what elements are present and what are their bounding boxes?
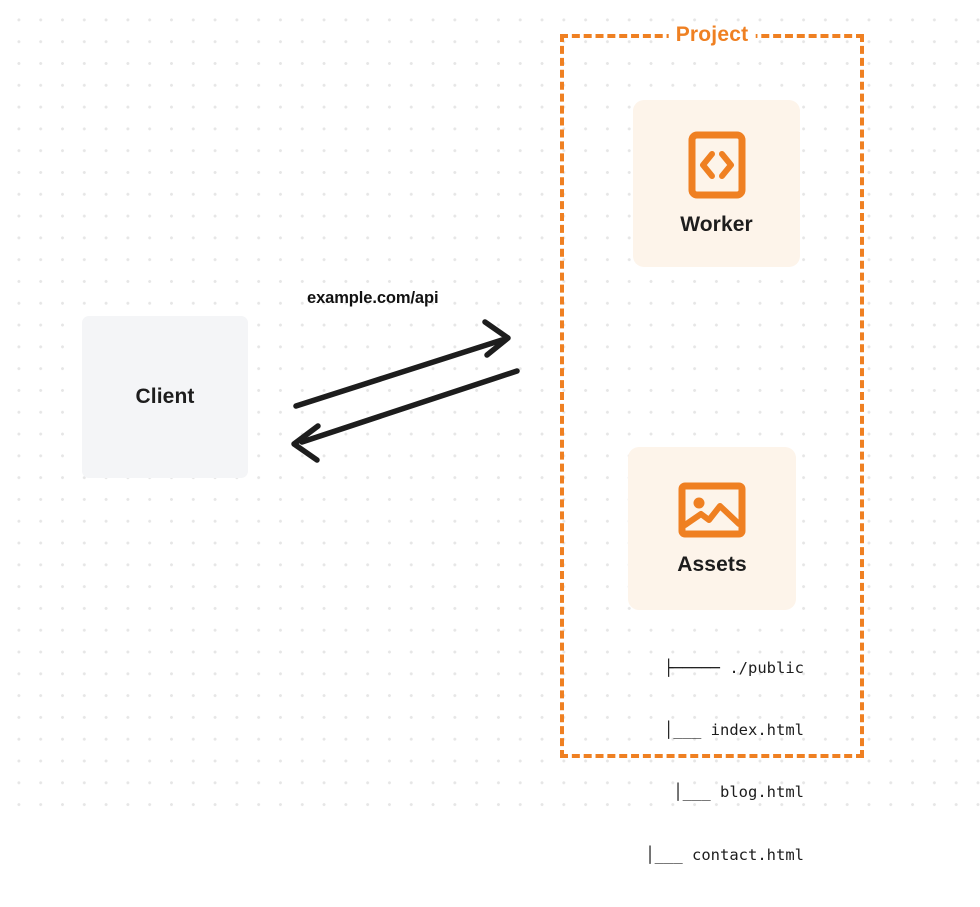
file-tree-branch: ├─────: [664, 658, 720, 677]
project-group-title: Project: [668, 23, 756, 47]
assets-card[interactable]: Assets: [628, 447, 796, 610]
connector-arrows: [291, 319, 520, 463]
response-arrow: [291, 368, 520, 463]
file-tree-row: ├───── ./public: [604, 658, 804, 679]
file-tree-branch: │___: [664, 720, 702, 739]
file-tree-name: contact.html: [692, 845, 804, 864]
project-group: Project: [560, 23, 864, 758]
file-tree-branch: │___: [673, 783, 711, 802]
client-node: Client: [82, 316, 248, 478]
diagram-canvas: Client example.com/api Project Worker: [0, 0, 980, 864]
code-brackets-icon: [688, 131, 746, 199]
file-tree-row: │___ contact.html: [604, 845, 804, 866]
file-tree-name: ./public: [729, 658, 804, 677]
worker-card[interactable]: Worker: [633, 100, 800, 267]
asset-file-tree: ├───── ./public │___ index.html │___ blo…: [604, 616, 804, 907]
file-tree-row: │___ index.html: [604, 720, 804, 741]
file-tree-name: blog.html: [720, 783, 804, 802]
image-icon: [678, 481, 746, 539]
assets-label: Assets: [677, 552, 747, 576]
file-tree-branch: │___: [645, 845, 683, 864]
worker-label: Worker: [680, 212, 753, 236]
file-tree-name: index.html: [710, 720, 804, 739]
request-arrow: [293, 319, 511, 409]
client-label: Client: [135, 385, 195, 408]
request-url-label: example.com/api: [307, 289, 439, 307]
file-tree-row: │___ blog.html: [604, 782, 804, 803]
